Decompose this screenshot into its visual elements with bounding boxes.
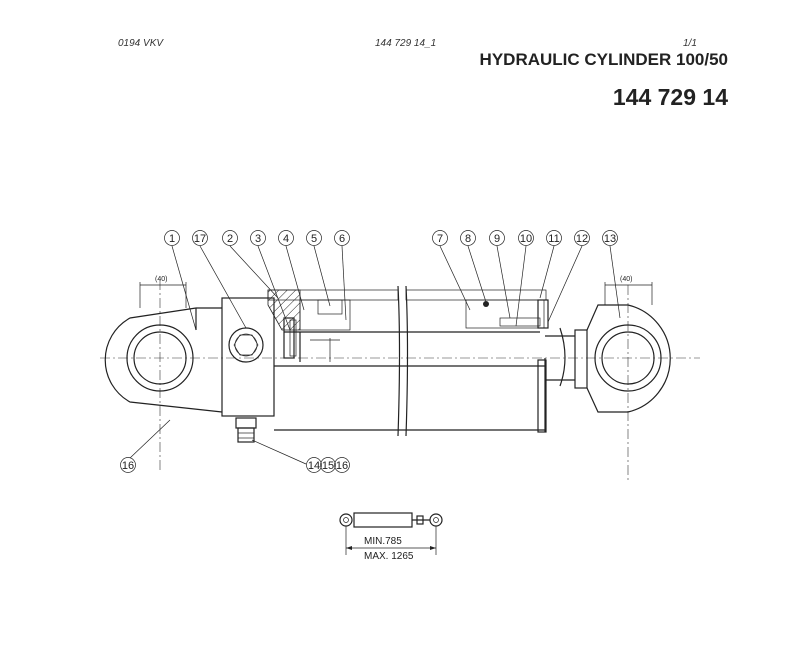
left-eye-width-dim: (40) [139,276,187,308]
drawing-title: HYDRAULIC CYLINDER 100/50 [479,50,728,69]
svg-text:3: 3 [255,233,261,245]
page-number: 1/1 [683,38,697,49]
svg-text:7: 7 [437,233,443,245]
svg-text:8: 8 [465,233,471,245]
callout-6: 6 [334,230,350,246]
svg-text:16: 16 [122,460,134,472]
callout-8: 8 [460,230,476,246]
svg-text:12: 12 [576,233,588,245]
svg-text:15: 15 [322,460,334,472]
callout-13: 13 [602,230,618,246]
svg-text:6: 6 [339,233,345,245]
document-code: 0194 VKV [118,38,164,49]
callout-10: 10 [518,230,534,246]
callout-3: 3 [250,230,266,246]
svg-text:17: 17 [194,233,206,245]
svg-text:14: 14 [308,460,320,472]
svg-text:1: 1 [169,233,175,245]
callout-2: 2 [222,230,238,246]
cylinder-tube [274,358,547,433]
max-length-label: MAX. 1265 [364,551,414,562]
callout-9: 9 [489,230,505,246]
svg-text:10: 10 [520,233,532,245]
svg-text:5: 5 [311,233,317,245]
callout-17: 17 [192,230,208,246]
callout-12: 12 [574,230,590,246]
callout-5: 5 [306,230,322,246]
piston-rod [545,327,588,389]
left-eye-mount [104,307,223,413]
callout-16-left: 16 [120,457,136,473]
section-upper [267,285,549,437]
callout-7: 7 [432,230,448,246]
min-length-label: MIN.785 [364,536,402,547]
svg-text:13: 13 [604,233,616,245]
left-eye-dim-label: (40) [155,276,167,283]
callout-14: 14 [306,457,322,473]
part-number: 144 729 14 [612,84,728,110]
svg-text:9: 9 [494,233,500,245]
right-eye-mount [586,304,671,413]
svg-text:16: 16 [336,460,348,472]
callout-11: 11 [546,230,562,246]
base-block [221,297,275,443]
callout-15: 15 [320,457,336,473]
right-eye-dim-label: (40) [620,276,632,283]
callout-1: 1 [164,230,180,246]
document-reference: 144 729 14_1 [375,38,437,49]
callout-leaders [129,245,621,465]
svg-text:4: 4 [283,233,289,245]
right-eye-width-dim: (40) [604,276,653,305]
svg-text:2: 2 [227,233,233,245]
callout-4: 4 [278,230,294,246]
svg-text:11: 11 [548,233,559,245]
stroke-length-sketch: MIN.785 MAX. 1265 [339,512,443,562]
callout-16-right: 16 [334,457,350,473]
